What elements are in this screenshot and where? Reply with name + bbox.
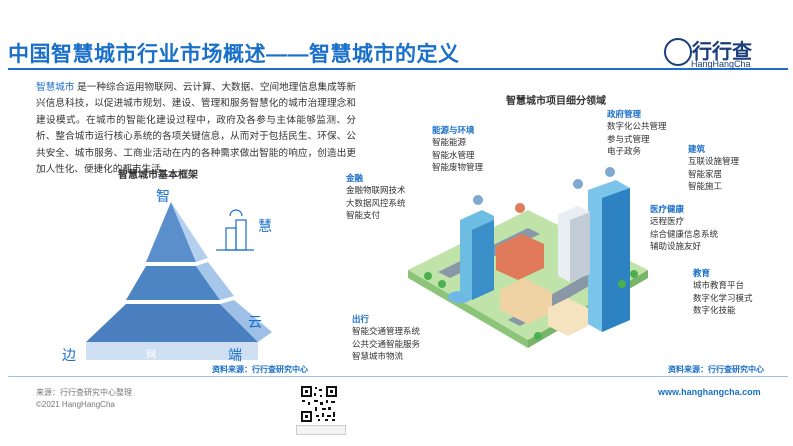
logo-name-en: HangHangCha (691, 59, 751, 69)
pyramid-base-band (86, 342, 258, 360)
category-edu-item: 城市教育平台 (693, 280, 745, 290)
intro-text: 是一种综合运用物联网、云计算、大数据、空间地理信息集成等新兴信息科技，以促进城市… (36, 82, 356, 176)
category-edu-item: 数字化学习模式 (693, 292, 753, 303)
category-gov-item: 数字化公共管理 (607, 121, 667, 131)
category-finance-list: 金融物联网技术 大数据风控系统 智能支付 (346, 184, 406, 222)
footer-copyright: ©2021 HangHangCha (36, 400, 115, 409)
pyramid-tier-top (146, 202, 196, 262)
category-energy-label: 能源与环境 (432, 125, 475, 135)
title-underline (8, 68, 788, 70)
pyramid-label-yun: 云 (248, 314, 262, 330)
category-finance-label: 金融 (346, 173, 364, 183)
pyramid-label-zhi: 智 (156, 188, 170, 204)
category-building-item: 互联设施管理 (688, 156, 740, 166)
pyramid-label-wang: 网 (146, 350, 156, 361)
city-diagram-title: 智慧城市项目细分领域 (506, 96, 606, 107)
category-building-item: 智能家居 (688, 168, 723, 179)
category-health-item: 辅助设施友好 (650, 241, 702, 251)
source-label-left: 资料来源：行行查研究中心 (212, 365, 308, 374)
category-gov-label: 政府管理 (607, 109, 642, 119)
source-label-right: 资料来源：行行查研究中心 (668, 365, 764, 374)
smart-city-illustration (408, 167, 648, 348)
intro-paragraph: 智慧城市 是一种综合运用物联网、云计算、大数据、空间地理信息集成等新兴信息科技，… (36, 80, 356, 178)
category-health-item: 远程医疗 (650, 216, 685, 226)
category-energy-list: 智能能源 智能水管理 智能废物管理 (432, 136, 483, 174)
category-health-label: 医疗健康 (650, 204, 685, 214)
category-travel-item: 智慧城市物流 (352, 351, 404, 361)
building-icon (216, 209, 254, 251)
category-travel-item: 公共交通智能服务 (352, 338, 421, 349)
qr-code-icon (300, 385, 338, 423)
category-energy-item: 智能废物管理 (432, 162, 484, 172)
page-title: 中国智慧城市行业市场概述——智慧城市的定义 (8, 43, 460, 66)
pyramid-label-duan: 端 (228, 347, 242, 363)
category-gov-item: 参与式管理 (607, 133, 650, 144)
category-health-item: 综合健康信息系统 (650, 228, 719, 239)
category-building-label: 建筑 (688, 144, 706, 154)
category-edu-list: 城市教育平台 数字化学习模式 数字化技能 (693, 279, 753, 317)
category-travel-label: 出行 (352, 314, 370, 324)
intro-highlight: 智慧城市 (36, 82, 75, 93)
pyramid-label-hui: 慧 (258, 218, 272, 234)
category-travel-item: 智能交通管理系统 (352, 326, 421, 336)
category-edu-item: 数字化技能 (693, 305, 736, 315)
category-building-list: 互联设施管理 智能家居 智能施工 (688, 155, 739, 193)
category-energy-item: 智能能源 (432, 137, 467, 147)
pyramid-label-bian: 边 (62, 347, 76, 363)
category-edu-label: 教育 (693, 268, 711, 278)
category-finance-item: 智能支付 (346, 210, 381, 220)
pyramid-title: 智慧城市基本框架 (118, 170, 198, 181)
pyramid-tier-bottom (86, 304, 258, 342)
footer-source: 来源：行行查研究中心整理 (36, 388, 132, 397)
footer-divider (8, 376, 788, 377)
category-gov-list: 数字化公共管理 参与式管理 电子政务 (607, 120, 667, 158)
footer-url-link[interactable]: www.hanghangcha.com (658, 387, 761, 397)
category-finance-item: 大数据风控系统 (346, 197, 406, 208)
category-building-item: 智能施工 (688, 181, 723, 191)
pyramid-tier-middle (126, 266, 220, 300)
pyramid-diagram (86, 202, 272, 360)
logo-icon (664, 38, 692, 66)
category-health-list: 远程医疗 综合健康信息系统 辅助设施友好 (650, 215, 718, 253)
category-gov-item: 电子政务 (607, 146, 642, 156)
category-energy-item: 智能水管理 (432, 149, 475, 160)
category-travel-list: 智能交通管理系统 公共交通智能服务 智慧城市物流 (352, 325, 420, 363)
qr-caption-box (296, 425, 346, 435)
category-finance-item: 金融物联网技术 (346, 185, 406, 195)
logo-name-cn: 行行查 (692, 41, 752, 63)
